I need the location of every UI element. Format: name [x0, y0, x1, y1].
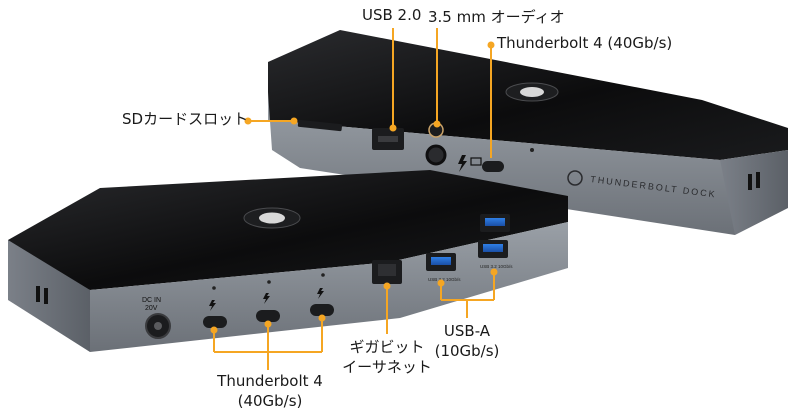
usb2-label: USB 2.0: [362, 6, 422, 24]
usba-label-line1: USB-A: [443, 322, 491, 340]
callout-dots: [210, 41, 498, 334]
sd-card-label: SDカードスロット: [122, 110, 249, 128]
thunderbolt-port-2: [256, 310, 280, 322]
front-dock-left-side: [8, 240, 90, 352]
ethernet-label-line1: ギガビット: [349, 338, 425, 356]
thunderbolt-front-label-line1: Thunderbolt 4: [217, 372, 323, 390]
back-dock-right-side: [720, 150, 788, 235]
front-dock: DC IN 20V USB 3.2 10Gb/s USB 3.2 10Gb/s: [8, 170, 568, 352]
thunderbolt-port-1: [203, 316, 227, 328]
audio-jack: [425, 144, 447, 166]
brand-mark: [567, 170, 583, 186]
thunderbolt-port-3: [310, 304, 334, 316]
usba-port-1-text: USB 3.2 10Gb/s: [428, 277, 461, 282]
dc-in-voltage: 20V: [145, 305, 158, 312]
thunderbolt-port-back: [482, 161, 504, 172]
sd-card-slot: [297, 119, 343, 132]
back-dock: THUNDERBOLT DOCK: [268, 30, 788, 235]
thunderbolt-front-label-line2: (40Gb/s): [237, 392, 303, 410]
ethernet-label-line2: イーサネット: [342, 358, 432, 376]
usba-label-line2: (10Gb/s): [434, 342, 500, 360]
audio-label: 3.5 mm オーディオ: [428, 8, 565, 26]
callouts: [213, 28, 495, 370]
display-icon: [470, 157, 482, 166]
status-led: [530, 148, 534, 152]
owc-logo-front: [243, 207, 301, 229]
dc-in-label: DC IN: [142, 297, 161, 304]
usba-port-2-text: USB 3.2 10Gb/s: [480, 264, 513, 269]
owc-logo: [505, 82, 559, 102]
thunderbolt-back-label: Thunderbolt 4 (40Gb/s): [497, 34, 673, 52]
front-dock-top: [8, 170, 568, 290]
thunderbolt-icon: [458, 155, 467, 172]
